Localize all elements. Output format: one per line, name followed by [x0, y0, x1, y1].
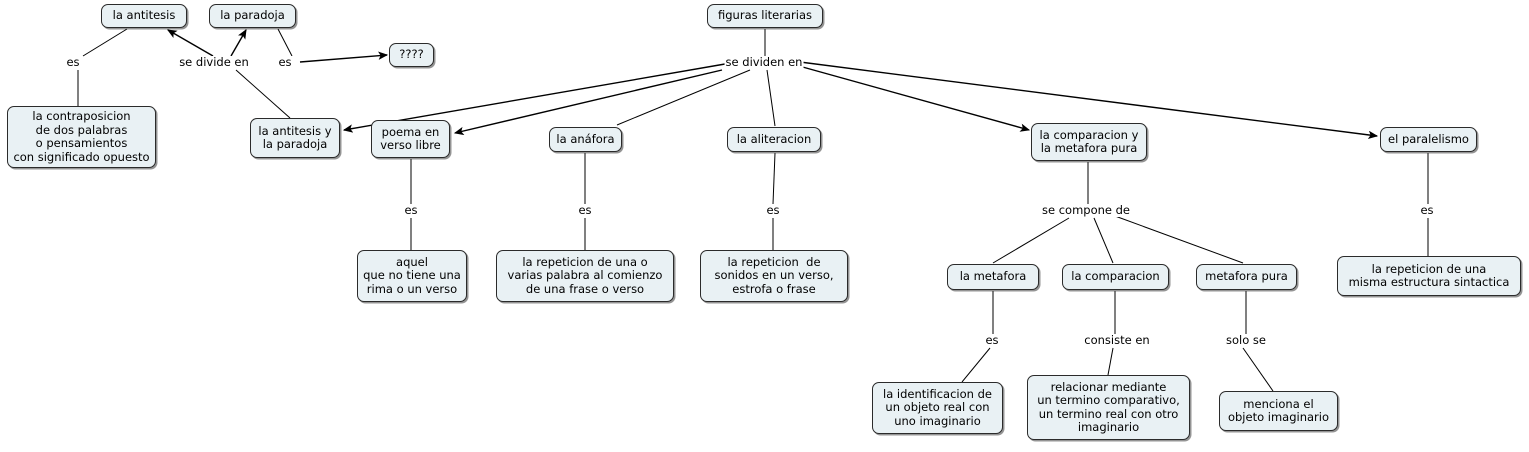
link-label-es-antitesis: es: [65, 55, 81, 69]
node-label: figuras literarias: [718, 8, 812, 23]
edge-paradoja-to-es: [277, 28, 293, 57]
node-antitesis-paradoja[interactable]: la antitesis y la paradoja: [250, 118, 340, 158]
node-label: la aliteracion: [736, 131, 812, 146]
node-label: la comparacion y la metafora pura: [1039, 127, 1139, 155]
node-label: la antitesis: [112, 8, 176, 23]
edge-sedividen-to-aliteracion: [766, 69, 776, 127]
node-label: ????: [399, 47, 424, 62]
node-menciona[interactable]: menciona el objeto imaginario: [1219, 391, 1338, 431]
node-unknown[interactable]: ????: [389, 43, 434, 67]
node-figuras[interactable]: figuras literarias: [707, 4, 823, 28]
edge-solose-to-menciona: [1242, 347, 1274, 392]
edge-sedividen-to-poema: [453, 69, 723, 136]
link-label-se-dividen-en: se dividen en: [724, 55, 804, 69]
link-label-es-anafora: es: [577, 203, 593, 217]
edge-sedividen-to-compmet: [798, 65, 1031, 132]
node-label: la comparacion: [1071, 269, 1160, 284]
node-label: menciona el objeto imaginario: [1227, 396, 1330, 424]
node-paradoja[interactable]: la paradoja: [209, 4, 296, 28]
link-label-consiste-en: consiste en: [1083, 333, 1151, 347]
node-label: la paradoja: [220, 8, 285, 23]
node-repeticion-sintactica[interactable]: la repeticion de una misma estructura si…: [1337, 256, 1521, 296]
link-label-solo-se: solo se: [1225, 333, 1267, 347]
node-label: poema en verso libre: [380, 124, 441, 152]
node-label: metafora pura: [1205, 269, 1288, 284]
link-label-es-aliteracion: es: [765, 203, 781, 217]
link-label-es-paradoja: es: [277, 55, 293, 69]
node-label: la anáfora: [556, 131, 615, 146]
node-label: la repeticion de sonidos en un verso, es…: [714, 254, 834, 296]
node-metafora[interactable]: la metafora: [947, 264, 1039, 290]
node-label: la repeticion de una misma estructura si…: [1348, 261, 1510, 289]
node-label: la metafora: [959, 269, 1027, 284]
node-label: aquel que no tiene una rima o un verso: [363, 254, 461, 296]
node-label: relacionar mediante un termino comparati…: [1037, 379, 1180, 434]
node-repeticion-sonidos[interactable]: la repeticion de sonidos en un verso, es…: [700, 250, 848, 302]
node-aquel[interactable]: aquel que no tiene una rima o un verso: [357, 250, 467, 302]
edge-secompone-to-comparacion: [1093, 217, 1114, 264]
edge-sedivide-to-paradoja: [230, 29, 247, 57]
node-aliteracion[interactable]: la aliteracion: [727, 127, 821, 152]
link-label-es-paralelismo: es: [1419, 203, 1435, 217]
edge-antitesis-to-es: [82, 28, 128, 57]
node-identificacion[interactable]: la identificacion de un objeto real con …: [872, 382, 1003, 434]
node-comparacion[interactable]: la comparacion: [1062, 264, 1169, 290]
link-label-es-poema: es: [403, 203, 419, 217]
node-relacionar[interactable]: relacionar mediante un termino comparati…: [1027, 375, 1190, 440]
edge-sedivide-to-anypar: [235, 69, 291, 119]
edge-consiste-to-relacionar: [1107, 347, 1114, 376]
node-anafora[interactable]: la anáfora: [549, 127, 622, 152]
node-comparacion-metafora[interactable]: la comparacion y la metafora pura: [1031, 123, 1147, 161]
edge-es-to-unknown: [299, 51, 389, 63]
edge-sedivide-to-antitesis: [167, 29, 214, 57]
edge-secompone-to-metaforapura: [1114, 215, 1244, 264]
node-label: la identificacion de un objeto real con …: [883, 386, 992, 428]
node-metafora-pura[interactable]: metafora pura: [1196, 264, 1297, 290]
node-label: el paralelismo: [1388, 131, 1469, 146]
link-label-se-compone-de: se compone de: [1040, 203, 1132, 217]
node-repeticion-anafora[interactable]: la repeticion de una o varias palabra al…: [496, 250, 674, 302]
link-label-es-metafora: es: [984, 333, 1000, 347]
node-paralelismo[interactable]: el paralelismo: [1380, 127, 1477, 152]
node-contraposicion[interactable]: la contraposicion de dos palabras o pens…: [7, 106, 156, 168]
edge-aliteracion-to-es: [772, 152, 776, 205]
node-label: la repeticion de una o varias palabra al…: [507, 254, 663, 296]
edge-sedividen-to-anafora: [616, 69, 751, 126]
node-label: la contraposicion de dos palabras o pens…: [13, 109, 150, 164]
node-label: la antitesis y la paradoja: [258, 123, 332, 151]
node-poema[interactable]: poema en verso libre: [371, 120, 450, 158]
edge-es-to-identificacion: [961, 347, 991, 383]
link-label-se-divide-en: se divide en: [178, 55, 250, 69]
node-antitesis[interactable]: la antitesis: [101, 4, 187, 28]
edge-secompone-to-metafora: [992, 217, 1070, 264]
